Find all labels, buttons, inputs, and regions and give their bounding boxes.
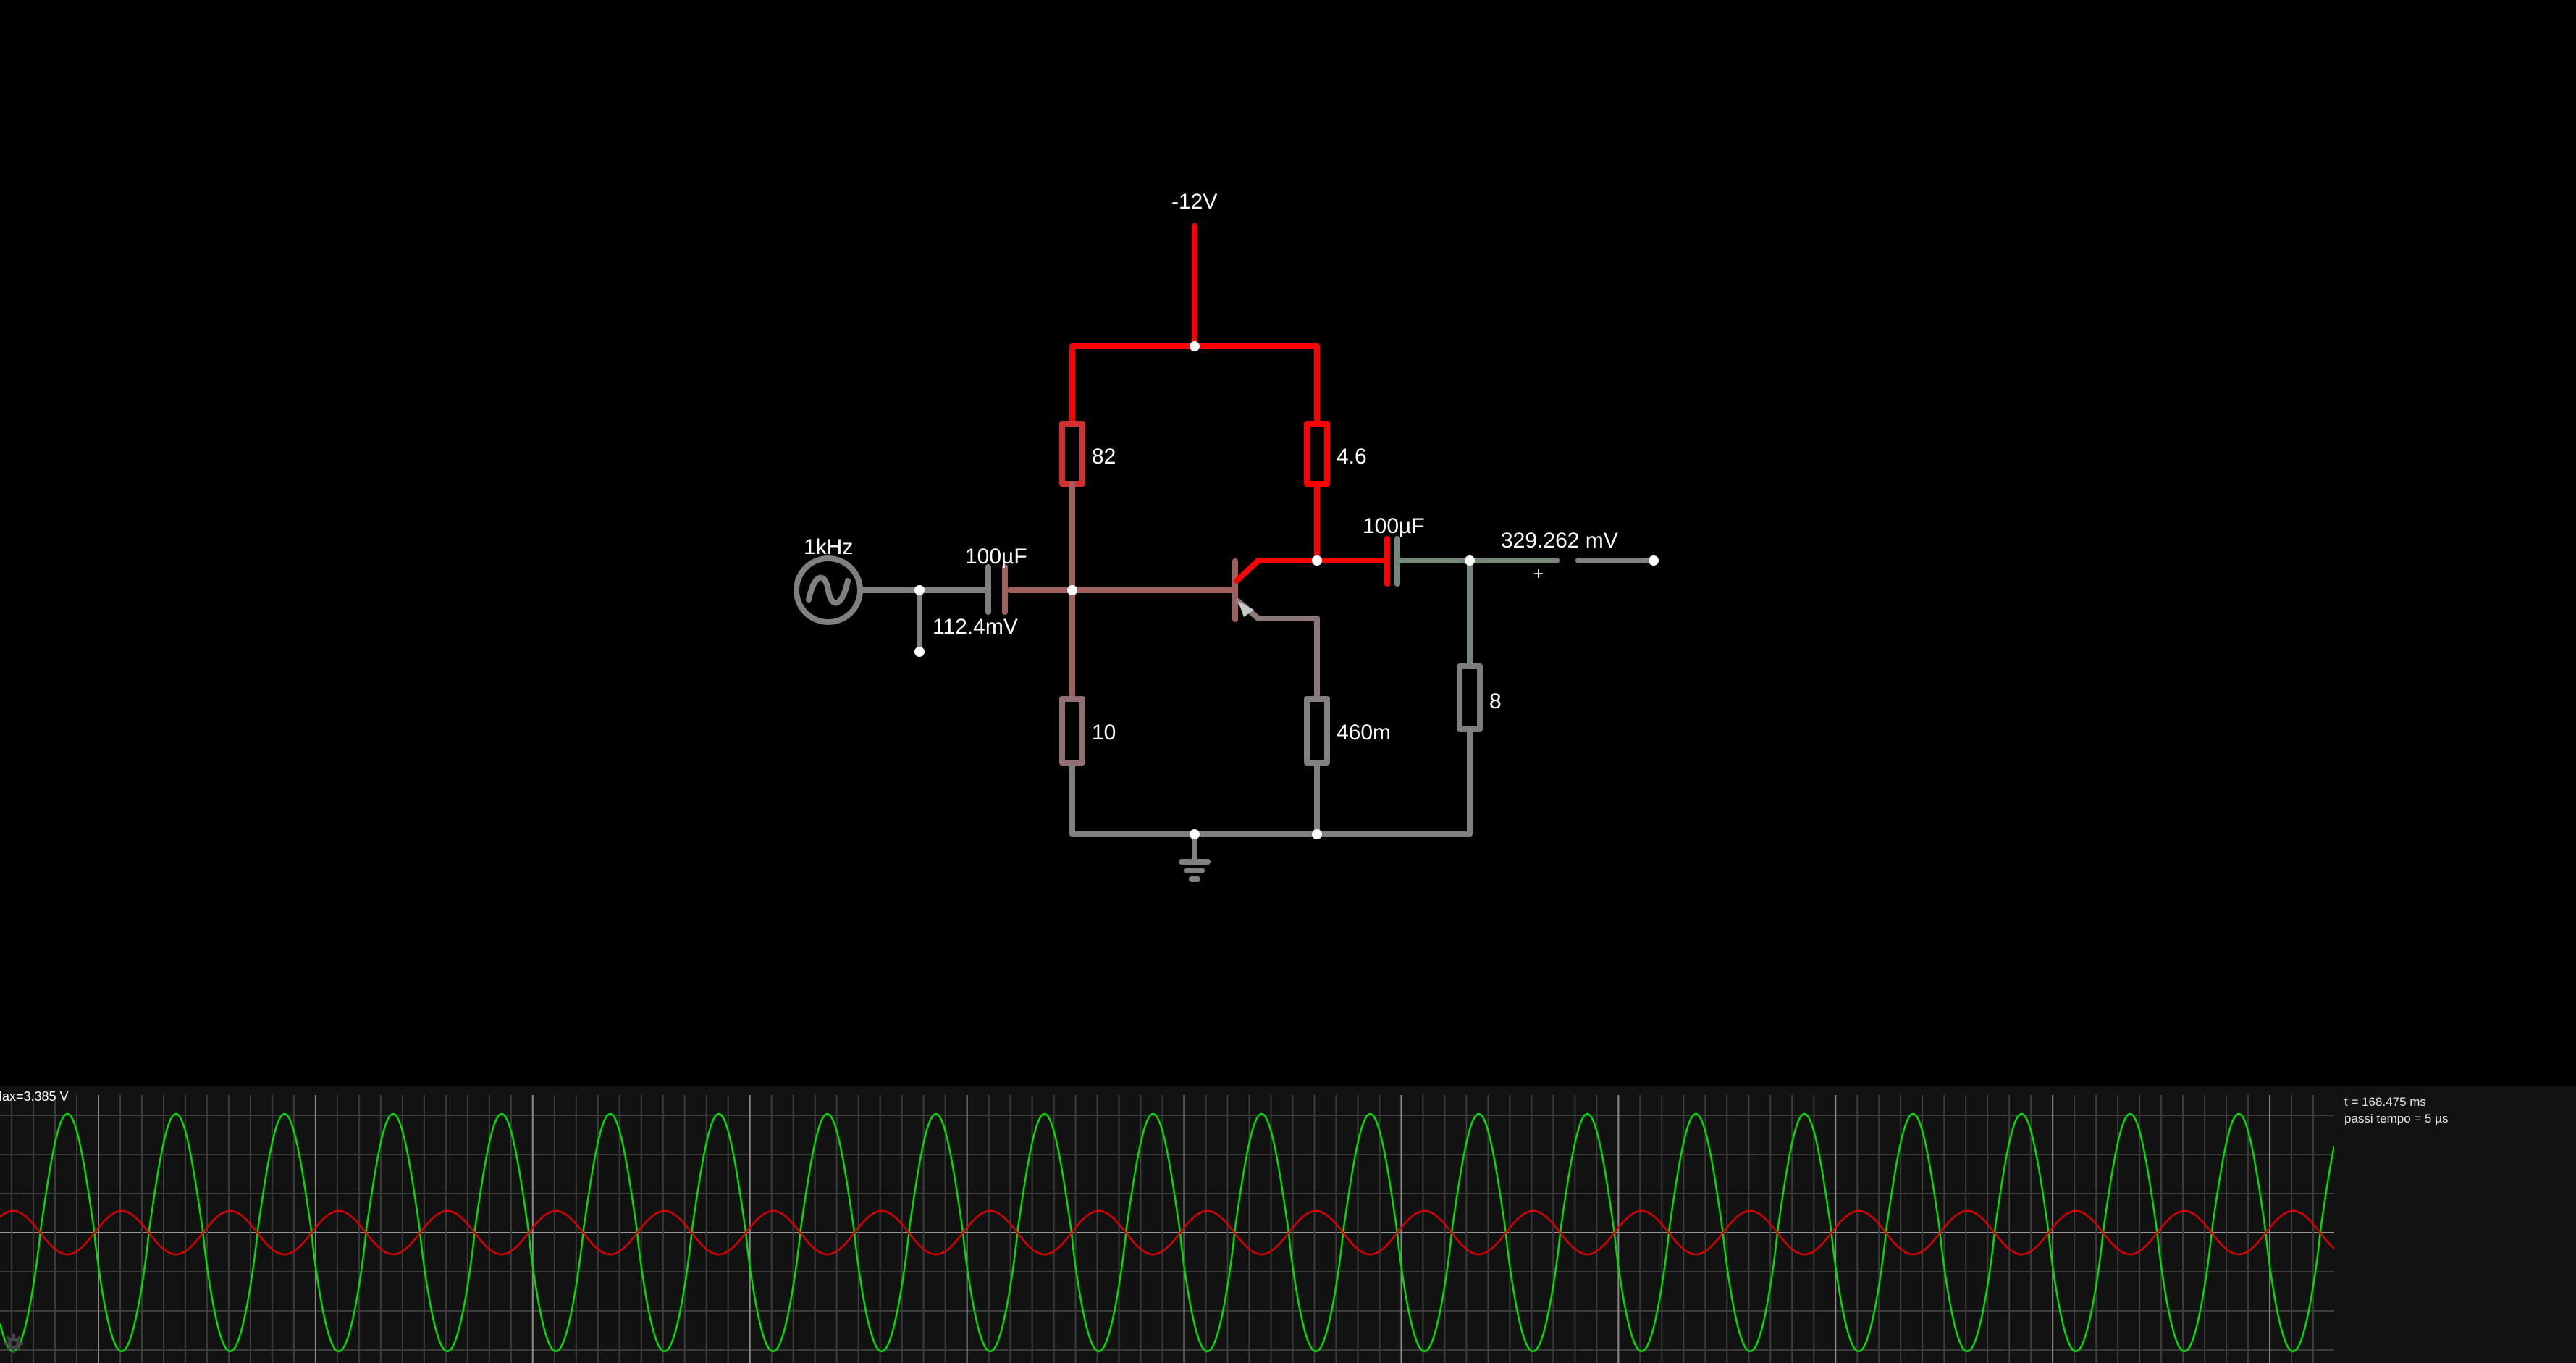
supply-wire[interactable]: [1069, 223, 1320, 427]
node[interactable]: [1190, 829, 1200, 839]
gear-icon[interactable]: [3, 1333, 25, 1354]
scope-traces: [0, 1112, 2334, 1353]
scope-timestep-label: passi tempo = 5 µs: [2344, 1112, 2449, 1125]
node[interactable]: [914, 585, 925, 595]
input-wire[interactable]: [857, 564, 991, 655]
circuit-canvas[interactable]: -12V 1kHz 100µF 112.4mV 82 10 4.6 460m 8…: [0, 0, 2576, 1086]
base-wire[interactable]: [1002, 564, 1238, 702]
node[interactable]: [914, 647, 925, 657]
scope-grid: [0, 1095, 2334, 1363]
npn-transistor[interactable]: [1232, 558, 1320, 702]
scope-time-label: t = 168.475 ms: [2344, 1095, 2426, 1109]
scope-max-label: Max=3.385 V: [0, 1089, 69, 1104]
resistor-4-6-label: 4.6: [1337, 445, 1367, 469]
scope-info: t = 168.475 ms passi tempo = 5 µs: [2344, 1094, 2449, 1127]
resistor-10-label: 10: [1092, 721, 1116, 745]
node[interactable]: [1312, 829, 1322, 839]
output-capacitor-label: 100µF: [1363, 514, 1425, 538]
resistor-460m-label: 460m: [1337, 721, 1391, 745]
input-capacitor-label: 100µF: [965, 545, 1027, 569]
ground-icon[interactable]: [1179, 831, 1211, 882]
resistor-10[interactable]: [1059, 696, 1085, 766]
probe-polarity-label: +: [1533, 564, 1544, 584]
output-capacitor[interactable]: [1314, 536, 1560, 587]
oscilloscope-panel[interactable]: Max=3.385 V t = 168.475 ms passi tempo =…: [0, 1086, 2576, 1363]
scope-plot[interactable]: [0, 1086, 2334, 1363]
input-voltage-label: 112.4mV: [933, 615, 1018, 639]
nodes: [914, 341, 1659, 839]
resistor-82-label: 82: [1092, 445, 1116, 469]
resistor-8[interactable]: [1069, 558, 1483, 837]
resistor-82[interactable]: [1059, 421, 1085, 593]
resistor-460m[interactable]: [1304, 696, 1330, 837]
source-frequency-label: 1kHz: [804, 535, 853, 559]
node[interactable]: [1649, 555, 1659, 566]
node[interactable]: [1465, 555, 1475, 566]
supply-label: -12V: [1171, 190, 1217, 214]
probe-voltage-label: 329.262 mV: [1501, 529, 1618, 553]
trace-output-voltage: [0, 1112, 2334, 1353]
resistor-8-label: 8: [1489, 689, 1502, 713]
node[interactable]: [1067, 585, 1077, 595]
node[interactable]: [1312, 555, 1322, 566]
resistor-4-6[interactable]: [1304, 421, 1330, 563]
ac-source-icon[interactable]: [794, 555, 863, 625]
node[interactable]: [1190, 341, 1200, 351]
trace-input-voltage: [0, 1209, 2334, 1256]
